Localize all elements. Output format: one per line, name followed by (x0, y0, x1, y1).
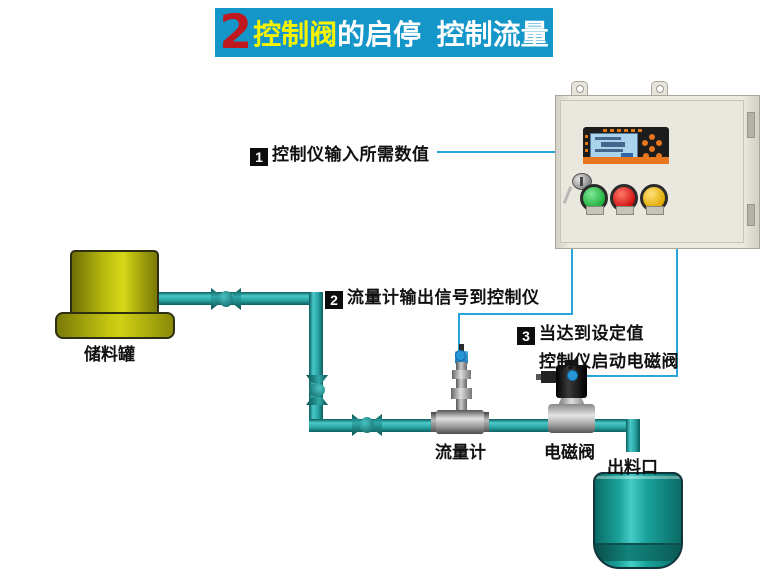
button-label-plate-2 (616, 206, 634, 215)
controller-key-set (643, 153, 649, 159)
flow-meter-wire-junction (455, 350, 466, 361)
cabinet-hinge-bottom (747, 204, 755, 226)
wire-flowmeter-v1 (571, 247, 573, 315)
controller-left-indicators (585, 135, 588, 155)
banner-highlight-text: 控制阀 (253, 18, 338, 50)
step-3-badge: 3 (517, 327, 535, 345)
wire-solenoid-v (676, 247, 678, 377)
step-2-badge: 2 (325, 291, 343, 309)
title-banner: 2 控制阀 的启停 控制流量 (215, 8, 553, 57)
controller-key-left (642, 140, 648, 146)
solenoid-valve-bonnet (558, 396, 585, 406)
button-label-plate-1 (586, 206, 604, 215)
controller-key-down (649, 146, 655, 152)
controller-orange-stripe (583, 157, 669, 164)
flow-meter-end-left (431, 412, 439, 432)
controller-key-up (649, 134, 655, 140)
wire-flowmeter-h (458, 313, 573, 315)
mounting-lug-left (571, 81, 588, 97)
flow-meter-stem (456, 362, 467, 412)
cabinet-door (560, 100, 744, 243)
solenoid-valve-body (548, 404, 595, 433)
banner-rest-text: 的启停 控制流量 (337, 18, 549, 50)
controller-instrument (583, 127, 669, 164)
pipe-coupling-2 (306, 375, 328, 405)
storage-tank-base (55, 312, 175, 339)
wire-flowmeter-v2 (458, 313, 460, 355)
button-label-plate-3 (646, 206, 664, 215)
flow-meter-hex-nut (452, 370, 471, 379)
controller-key-right (656, 140, 662, 146)
step-1-text: 控制仪输入所需数值 (272, 145, 430, 164)
wire-setpoint-callout (437, 151, 600, 153)
banner-number: 2 (219, 4, 253, 60)
flow-meter-end-right (481, 412, 489, 432)
step-3-text-line2: 控制仪启动电磁阀 (539, 352, 679, 371)
storage-tank-label: 储料罐 (84, 345, 135, 364)
controller-indicator-row (603, 129, 645, 132)
control-cabinet (555, 95, 760, 249)
solenoid-wire-junction (567, 370, 578, 381)
outlet-container-base-band (595, 543, 681, 561)
outlet-container (593, 472, 683, 569)
pipe-coupling-1 (211, 288, 241, 310)
solenoid-connector (541, 371, 556, 383)
step-3-text-line1: 当达到设定值 (539, 324, 644, 343)
flow-meter-collar (451, 388, 472, 399)
flow-meter-label: 流量计 (435, 443, 486, 462)
pipe-coupling-3 (352, 414, 382, 436)
flow-meter-antenna (459, 344, 464, 352)
step-2-text: 流量计输出信号到控制仪 (347, 288, 540, 307)
mounting-lug-right (651, 81, 668, 97)
outlet-label: 出料口 (607, 458, 658, 477)
controller-key-enter (656, 153, 662, 159)
flow-meter-body (436, 410, 484, 434)
wire-solenoid-h (570, 375, 678, 377)
solenoid-connector-pin (536, 374, 541, 380)
pipe-vertical-drop (309, 292, 323, 432)
step-1-badge: 1 (250, 148, 268, 166)
storage-tank-body (70, 250, 159, 318)
solenoid-valve-label: 电磁阀 (544, 443, 595, 462)
cabinet-hinge-top (747, 112, 755, 138)
solenoid-coil-top (565, 360, 577, 366)
pipe-outlet-drop (626, 419, 640, 452)
lcd-screen (590, 133, 638, 160)
